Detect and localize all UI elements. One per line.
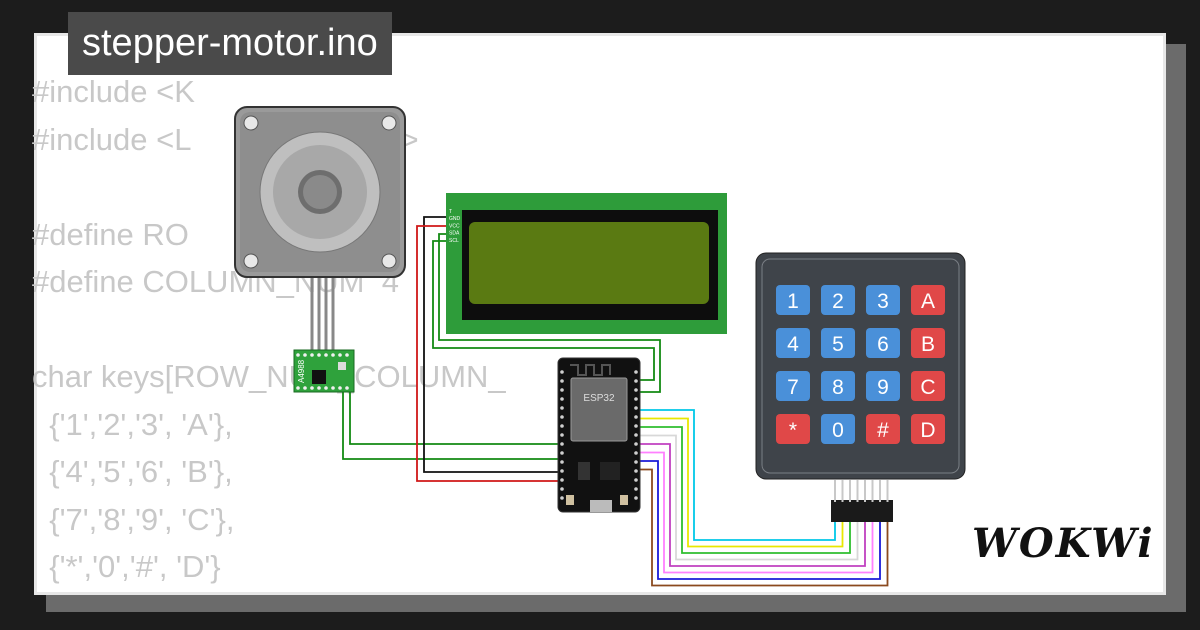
stepper-motor — [234, 106, 406, 352]
code-background: #include <K #include <L al_I2C.h> #defin… — [32, 68, 568, 591]
keypad-key[interactable]: 1 — [776, 285, 810, 315]
keypad-key-label: 2 — [832, 290, 844, 313]
keypad-key[interactable]: 9 — [866, 371, 900, 401]
file-title: stepper-motor.ino — [68, 12, 392, 75]
lcd-pin-label: VCC — [449, 223, 460, 229]
lcd-gnd-wire — [423, 216, 560, 473]
lcd-pin-label: T — [449, 209, 452, 215]
driver-label: A4988 — [297, 359, 306, 383]
esp32-board: ESP32 — [557, 357, 641, 513]
code-line: {'*','0','#', 'D'} — [32, 549, 221, 584]
keypad-key-label: 4 — [787, 333, 799, 356]
keypad-key-label: 8 — [832, 376, 844, 399]
keypad-key[interactable]: 3 — [866, 285, 900, 315]
keypad-key[interactable]: 0 — [821, 414, 855, 444]
keypad-key-label: 0 — [832, 419, 844, 442]
keypad-key-label: D — [920, 419, 935, 442]
keypad-key-label: C — [920, 376, 935, 399]
keypad-key-label: 3 — [877, 290, 889, 313]
code-line: #include <K — [32, 74, 195, 109]
keypad-key-label: B — [921, 333, 935, 356]
keypad-key[interactable]: # — [866, 414, 900, 444]
code-line: {'4','5','6', 'B'}, — [32, 454, 233, 489]
keypad-key[interactable]: 5 — [821, 328, 855, 358]
keypad-key-label: # — [877, 419, 889, 442]
keypad-key-label: 7 — [787, 376, 799, 399]
keypad-key-label: 9 — [877, 376, 889, 399]
lcd-vcc-wire — [416, 225, 560, 482]
keypad-key[interactable]: 4 — [776, 328, 810, 358]
keypad-key-label: 5 — [832, 333, 844, 356]
keypad-4x4: 1 2 3 A 4 5 6 B 7 8 9 C * 0 # D — [755, 252, 966, 522]
keypad-key[interactable]: * — [776, 414, 810, 444]
keypad-key[interactable]: B — [911, 328, 945, 358]
keypad-key[interactable]: 7 — [776, 371, 810, 401]
keypad-key[interactable]: D — [911, 414, 945, 444]
keypad-key[interactable]: 6 — [866, 328, 900, 358]
a4988-driver: A4988 — [293, 349, 355, 393]
keypad-key[interactable]: A — [911, 285, 945, 315]
code-line: {'7','8','9', 'C'}, — [32, 501, 235, 537]
wokwi-logo: WOKWi — [972, 520, 1155, 567]
lcd-data-wires — [432, 233, 661, 393]
lcd-pin-label: SDA — [449, 231, 460, 237]
keypad-key[interactable]: 8 — [821, 371, 855, 401]
driver-wires — [342, 385, 560, 460]
code-line: {'1','2','3', 'A'}, — [32, 406, 233, 442]
lcd-pin-label: SCL — [449, 238, 459, 244]
keypad-key-label: 6 — [877, 333, 889, 356]
board-label: ESP32 — [583, 393, 615, 404]
keypad-wires — [637, 409, 889, 587]
keypad-key-label: 1 — [787, 290, 799, 313]
keypad-key[interactable]: C — [911, 371, 945, 401]
lcd-pin-label: GND — [449, 216, 461, 222]
keypad-key-label: * — [789, 419, 797, 442]
keypad-key[interactable]: 2 — [821, 285, 855, 315]
keypad-key-label: A — [921, 290, 935, 313]
